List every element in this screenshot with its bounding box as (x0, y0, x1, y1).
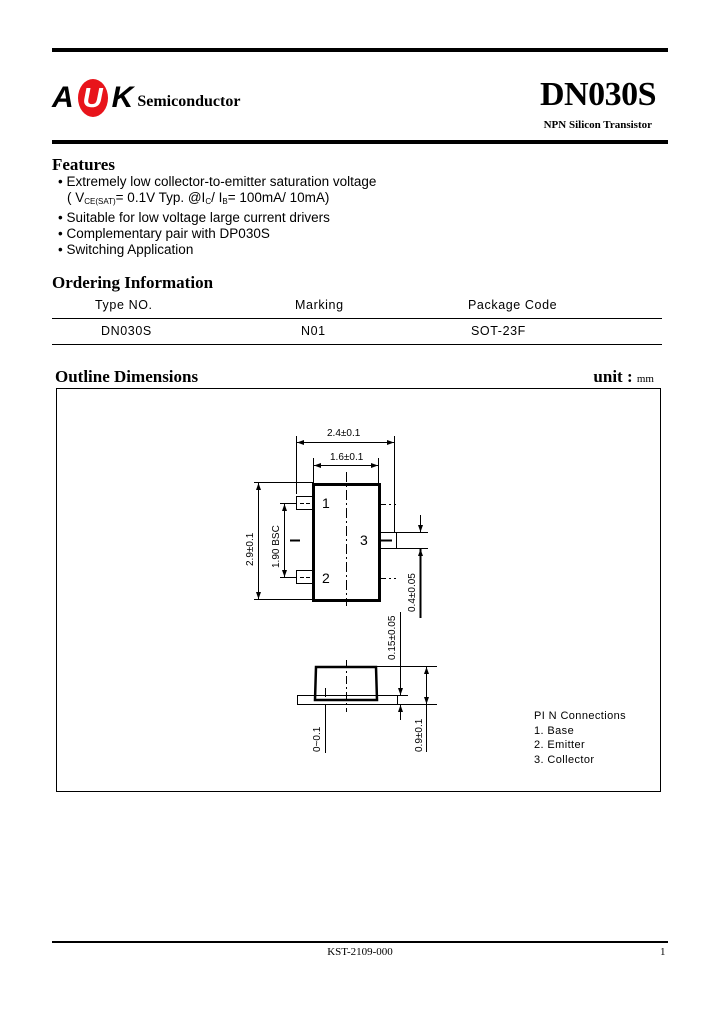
logo-letter-u: U (77, 79, 108, 117)
feature-item: • Suitable for low voltage large current… (58, 210, 330, 225)
feature-item: • Switching Application (58, 242, 194, 257)
table-header-rule (52, 318, 662, 319)
logo-letter-k: K (111, 81, 134, 114)
outline-drawing-frame (56, 388, 661, 792)
feature-item: • Extremely low collector-to-emitter sat… (58, 174, 377, 189)
table-bottom-rule (52, 344, 662, 345)
cell-marking: N01 (301, 324, 326, 338)
pin-label-3: 3 (360, 532, 368, 548)
cell-package: SOT-23F (471, 324, 526, 338)
dim-lead-width: 0.4±0.05 (407, 573, 418, 612)
pin-label-2: 2 (322, 570, 330, 586)
dim-overall-length: 2.9±0.1 (245, 532, 256, 566)
features-list: • Extremely low collector-to-emitter sat… (58, 174, 376, 258)
logo-letter-a: A (52, 81, 74, 114)
lead-side-view (297, 695, 398, 705)
page-number: 1 (660, 946, 666, 958)
dim-standoff: 0~0.1 (312, 726, 323, 752)
pin-connection-item: 2. Emitter (534, 739, 586, 751)
package-body-side-view (313, 665, 379, 702)
features-heading: Features (52, 155, 115, 174)
col-header-marking: Marking (295, 298, 344, 312)
col-header-package: Package Code (468, 298, 558, 312)
pin-connection-item: 1. Base (534, 724, 575, 737)
unit-label: unit : mm (593, 367, 654, 386)
outline-heading: Outline Dimensions (55, 367, 199, 386)
part-number-title: DN030S (539, 76, 657, 113)
ordering-heading: Ordering Information (52, 273, 214, 292)
lead-1 (296, 496, 314, 510)
footer-rule (52, 941, 668, 943)
header-bottom-rule (52, 140, 668, 144)
pin-connections-title: PI N Connections (534, 710, 626, 722)
col-header-type: Type NO. (95, 298, 153, 312)
document-code: KST-2109-000 (327, 946, 393, 958)
pin-connection-item: 3. Collector (534, 753, 595, 766)
dim-pin-pitch: 1.90 BSC (271, 525, 282, 568)
lead-2 (296, 570, 314, 584)
part-subtitle: NPN Silicon Transistor (543, 119, 652, 131)
cell-type: DN030S (101, 324, 152, 338)
dim-height: 0.9±0.1 (414, 718, 425, 752)
auk-logo: A U K Semiconductor (52, 79, 241, 117)
feature-item-detail: ( VCE(SAT)= 0.1V Typ. @IC/ IB= 100mA/ 10… (67, 190, 330, 206)
dim-overall-width: 2.4±0.1 (327, 428, 361, 439)
dim-lead-thickness: 0.15±0.05 (387, 615, 398, 660)
feature-item: • Complementary pair with DP030S (58, 226, 270, 241)
header-top-rule (52, 48, 668, 52)
logo-semiconductor: Semiconductor (137, 93, 241, 110)
pin-connections: PI N Connections 1. Base 2. Emitter 3. C… (534, 709, 626, 767)
pin-label-1: 1 (322, 495, 330, 511)
dim-body-width: 1.6±0.1 (330, 452, 364, 463)
